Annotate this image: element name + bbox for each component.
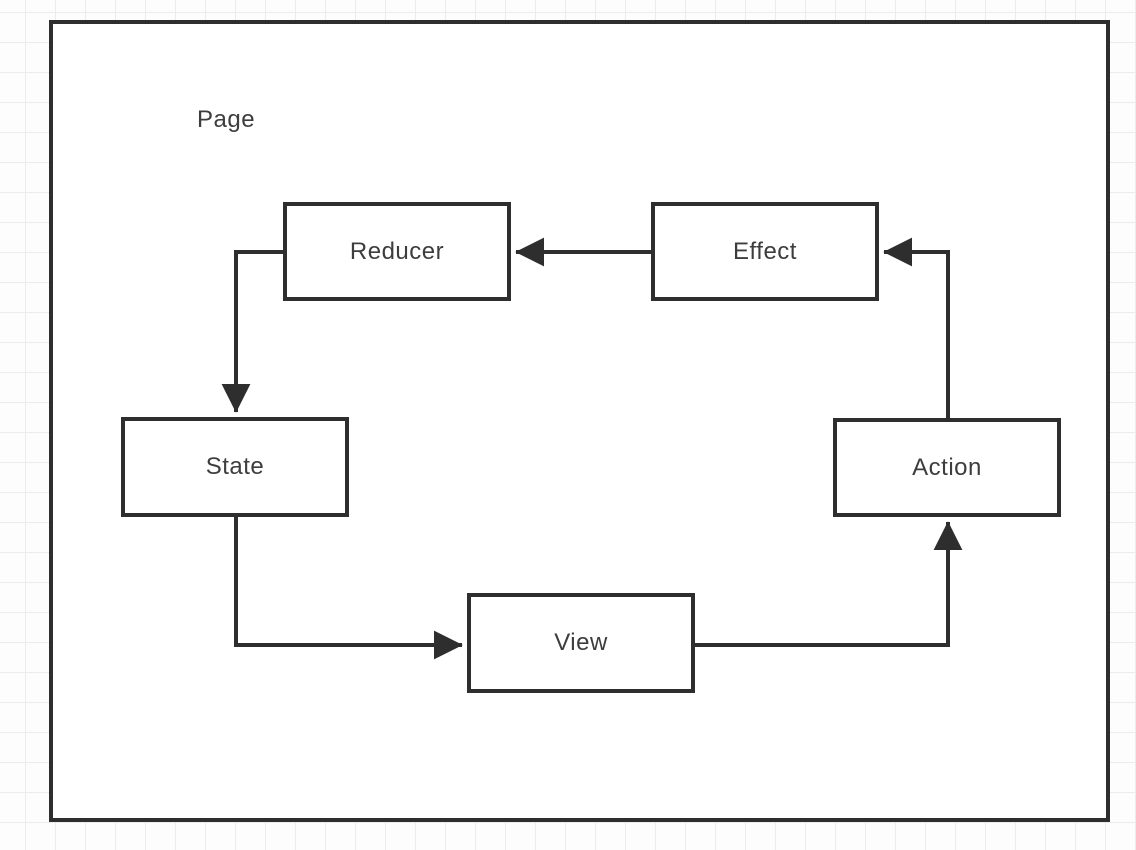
node-effect[interactable]: Effect xyxy=(651,202,879,301)
node-view[interactable]: View xyxy=(467,593,695,693)
node-effect-label: Effect xyxy=(733,237,797,265)
node-state[interactable]: State xyxy=(121,417,349,517)
edge-view-to-action[interactable] xyxy=(694,521,963,647)
edge-action-to-effect[interactable] xyxy=(883,237,950,418)
node-reducer-label: Reducer xyxy=(349,237,445,265)
node-reducer[interactable]: Reducer xyxy=(283,202,511,301)
node-action[interactable]: Action xyxy=(833,418,1061,517)
edge-reducer-to-state[interactable] xyxy=(221,250,283,413)
node-action-label: Action xyxy=(912,453,982,481)
node-view-label: View xyxy=(554,629,608,656)
edge-state-to-view[interactable] xyxy=(234,517,463,660)
page-label: Page xyxy=(197,106,256,133)
node-state-label: State xyxy=(205,453,265,480)
